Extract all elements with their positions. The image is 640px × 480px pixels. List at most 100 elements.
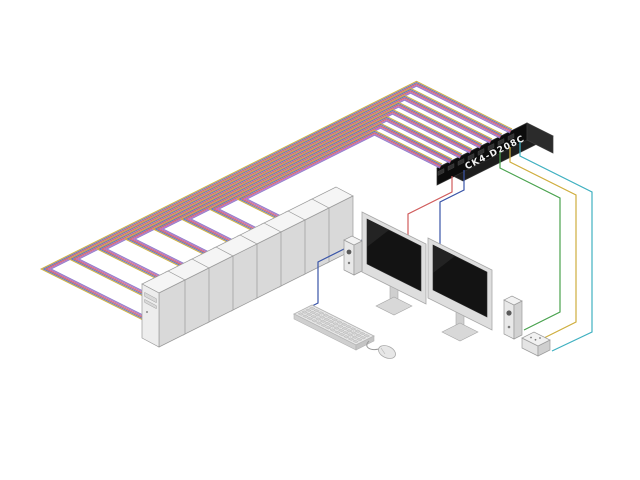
phone-key bbox=[539, 337, 541, 339]
keyboard-key bbox=[324, 326, 332, 330]
speaker-left-front bbox=[343, 239, 355, 276]
kvm-port bbox=[477, 148, 485, 156]
keyboard-key bbox=[323, 317, 330, 322]
keyboard-key bbox=[337, 324, 344, 328]
keyboard-key bbox=[327, 320, 335, 324]
phone-top bbox=[521, 331, 551, 347]
keyboard-key bbox=[359, 335, 367, 340]
kvm-switch-ports bbox=[437, 133, 515, 176]
mouse bbox=[366, 340, 396, 359]
keyboard-key bbox=[356, 337, 363, 342]
keyboard-key bbox=[305, 308, 312, 312]
keyboard-key bbox=[301, 310, 308, 314]
keyboard-key bbox=[308, 306, 316, 311]
keyboard-key bbox=[328, 324, 336, 328]
keyboard-key bbox=[317, 311, 325, 315]
monitor-right-screen-gloss bbox=[433, 245, 455, 273]
keyboard-key bbox=[315, 317, 322, 321]
keyboard-key bbox=[355, 333, 362, 337]
kvm-port bbox=[457, 158, 465, 166]
monitor2-video-cable bbox=[439, 170, 465, 245]
phone-key bbox=[530, 336, 532, 339]
keyboard-key bbox=[318, 315, 326, 319]
keyboard-key bbox=[331, 318, 339, 322]
kvm-cable-strand bbox=[72, 90, 502, 323]
speaker-left-tweeter bbox=[347, 261, 351, 265]
keyboard-key bbox=[309, 310, 317, 315]
keyboard-key bbox=[297, 312, 305, 316]
monitor-right-screen bbox=[432, 244, 488, 318]
keyboard-key bbox=[336, 320, 343, 324]
speaker-right-front bbox=[503, 299, 515, 340]
kvm-port bbox=[497, 138, 505, 146]
keyboard-keys bbox=[297, 306, 371, 344]
speaker-right-top bbox=[503, 295, 523, 306]
keyboard-key bbox=[338, 332, 346, 337]
keyboard-key bbox=[345, 324, 352, 329]
keyboard-key bbox=[337, 328, 345, 333]
speaker-left bbox=[343, 235, 363, 276]
tower-power-button bbox=[146, 311, 148, 313]
mouse-button-divider bbox=[380, 347, 386, 355]
keyboard-key bbox=[347, 337, 355, 341]
speaker-left-top bbox=[343, 235, 363, 246]
keyboard-key bbox=[349, 327, 357, 331]
keyboard-key bbox=[305, 312, 313, 317]
monitor-left bbox=[361, 211, 427, 316]
speaker-right-side bbox=[513, 300, 523, 340]
speaker-right bbox=[503, 295, 523, 340]
monitor-right bbox=[427, 237, 493, 342]
mouse-body bbox=[378, 345, 396, 359]
keyboard-key bbox=[315, 321, 323, 325]
keyboard-key bbox=[332, 322, 339, 326]
monitor-left-screen-gloss bbox=[367, 219, 389, 247]
keyboard-key bbox=[340, 322, 348, 326]
kvm-cable-strand bbox=[39, 80, 513, 337]
keyboard-key bbox=[333, 326, 340, 330]
keyboard-key bbox=[314, 313, 321, 317]
keyboard-key bbox=[302, 314, 309, 318]
keyboard-key bbox=[342, 331, 349, 335]
kvm-cable-strand bbox=[70, 88, 502, 324]
keyboard-key bbox=[310, 315, 317, 319]
kvm-port bbox=[467, 153, 475, 161]
speaker-audio-cable bbox=[499, 152, 561, 331]
tower-drive-bay bbox=[144, 298, 157, 310]
keyboard-key bbox=[346, 329, 353, 333]
keyboard-key bbox=[359, 331, 366, 336]
keyboard-key bbox=[341, 326, 349, 331]
speaker-left-driver bbox=[346, 249, 352, 255]
keyboard-key bbox=[322, 313, 330, 317]
kvm-port bbox=[447, 163, 455, 171]
mouse-cable bbox=[366, 340, 380, 350]
keyboard-key bbox=[319, 319, 327, 323]
keyboard-right-edge bbox=[355, 335, 375, 351]
kvm-port bbox=[487, 143, 495, 151]
monitor-left-stand-base bbox=[375, 296, 413, 316]
keyboard-key bbox=[334, 330, 341, 334]
speaker-right-tweeter bbox=[507, 325, 511, 329]
keyboard-key bbox=[346, 333, 354, 337]
kvm-cable-strand bbox=[67, 87, 503, 325]
keyboard-key bbox=[311, 319, 318, 323]
keyboard-key bbox=[327, 315, 334, 320]
speaker-right-driver bbox=[506, 310, 512, 316]
computer-towers bbox=[141, 186, 354, 348]
tower-drive-bay bbox=[144, 291, 157, 304]
keyboard bbox=[293, 304, 375, 351]
keyboard-key bbox=[354, 329, 361, 333]
keyboard-key bbox=[351, 335, 358, 339]
kvm-switch-right-face bbox=[526, 122, 554, 154]
kvm-cable-strand bbox=[44, 83, 512, 335]
kvm-port bbox=[507, 133, 515, 141]
keyboard-key bbox=[343, 335, 350, 339]
kvm-switch bbox=[436, 122, 554, 186]
kvm-cable-strand bbox=[42, 81, 512, 336]
computer-tower bbox=[141, 270, 186, 348]
keyboard-key bbox=[329, 328, 336, 332]
keyboard-key bbox=[313, 309, 320, 313]
monitor-left-screen bbox=[366, 218, 422, 292]
keyboard-key bbox=[350, 331, 358, 335]
